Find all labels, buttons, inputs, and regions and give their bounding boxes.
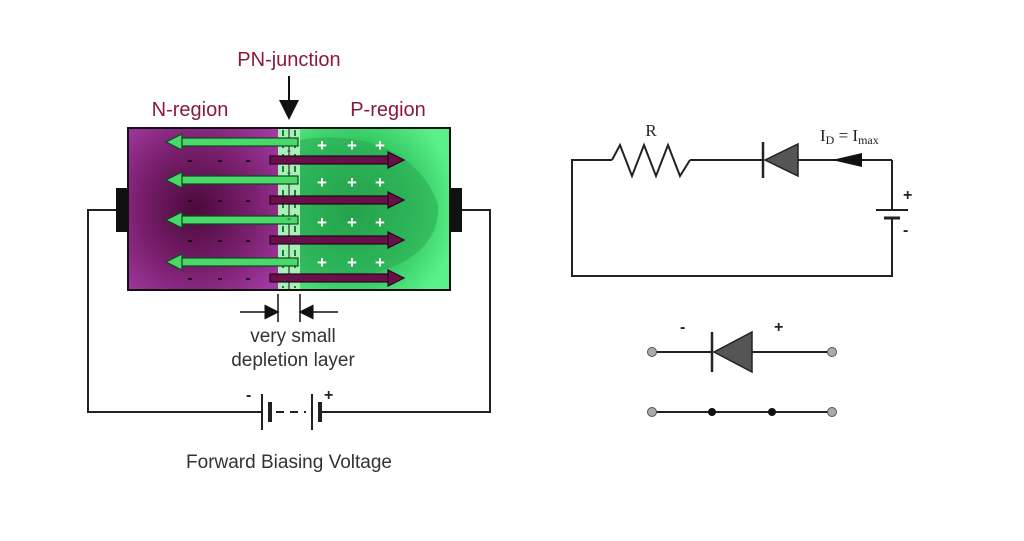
depletion-sign: - xyxy=(287,165,291,179)
plus-sign: + xyxy=(317,213,327,232)
plus-sign: + xyxy=(375,173,385,192)
resistor xyxy=(611,142,691,179)
carrier-arrows xyxy=(164,133,406,287)
minus-sign: - xyxy=(187,270,192,287)
minus-sign: - xyxy=(245,192,250,209)
diode-symbol xyxy=(647,330,837,374)
depletion-sign: - xyxy=(287,258,291,272)
battery-plus-label: + xyxy=(324,387,333,404)
circuit-diode xyxy=(761,142,799,178)
minus-sign: - xyxy=(187,232,192,249)
electron-arrow xyxy=(164,171,299,189)
depletion-sign: - xyxy=(287,211,291,225)
caption: Forward Biasing Voltage xyxy=(186,452,392,473)
plus-sign: + xyxy=(317,253,327,272)
depletion-width-indicator xyxy=(240,294,338,322)
plus-sign: + xyxy=(317,173,327,192)
minus-sign: - xyxy=(245,270,250,287)
plus-sign: + xyxy=(317,136,327,155)
depletion-sign: - xyxy=(287,235,291,249)
battery-minus-label: - xyxy=(246,387,251,404)
electron-arrow xyxy=(164,211,299,229)
p-region-cloud xyxy=(300,137,439,282)
hole-arrow xyxy=(269,191,406,209)
plus-sign: + xyxy=(375,136,385,155)
minus-sign: - xyxy=(245,152,250,169)
minus-sign: - xyxy=(187,152,192,169)
current-arrow xyxy=(832,153,862,167)
electron-arrow xyxy=(164,133,299,151)
cell-minus-label: - xyxy=(903,222,908,239)
depletion-label-line2: depletion layer xyxy=(231,350,355,371)
depletion-sign: - xyxy=(287,188,291,202)
current-label: ID = Imax xyxy=(820,126,879,147)
minus-sign: - xyxy=(217,270,222,287)
plus-sign: + xyxy=(347,213,357,232)
resistor-label: R xyxy=(645,121,657,140)
cell-plus-label: + xyxy=(903,187,912,204)
electron-arrow xyxy=(164,253,299,271)
symbol-minus-label: - xyxy=(680,319,685,336)
minus-sign: - xyxy=(187,192,192,209)
pn-junction-block: - - - - - - - - - - - - + + + + + + + + + + + + - - - - - - xyxy=(116,127,462,291)
p-region-label: P-region xyxy=(350,99,426,121)
p-electrode xyxy=(450,188,462,232)
n-region-label: N-region xyxy=(152,99,229,121)
right-circuit xyxy=(571,142,908,277)
plus-sign: + xyxy=(375,213,385,232)
left-circuit xyxy=(87,209,491,430)
hole-arrow xyxy=(269,151,406,169)
depletion-sign: - xyxy=(287,143,291,157)
plus-sign: + xyxy=(347,173,357,192)
depletion-label-line1: very small xyxy=(250,326,336,347)
charge-signs: - - - - - - - - - - - - + + + + + + + + + + + + - - - - - - xyxy=(187,136,385,287)
minus-sign: - xyxy=(217,152,222,169)
pn-junction-label: PN-junction xyxy=(237,49,340,71)
minus-sign: - xyxy=(217,192,222,209)
n-electrode xyxy=(116,188,128,232)
plus-sign: + xyxy=(347,136,357,155)
symbol-plus-label: + xyxy=(774,319,783,336)
minus-sign: - xyxy=(245,232,250,249)
plus-sign: + xyxy=(347,253,357,272)
hole-arrow xyxy=(269,231,406,249)
hole-arrow xyxy=(269,269,406,287)
minus-sign: - xyxy=(217,232,222,249)
closed-switch-equivalent xyxy=(647,407,837,417)
plus-sign: + xyxy=(375,253,385,272)
